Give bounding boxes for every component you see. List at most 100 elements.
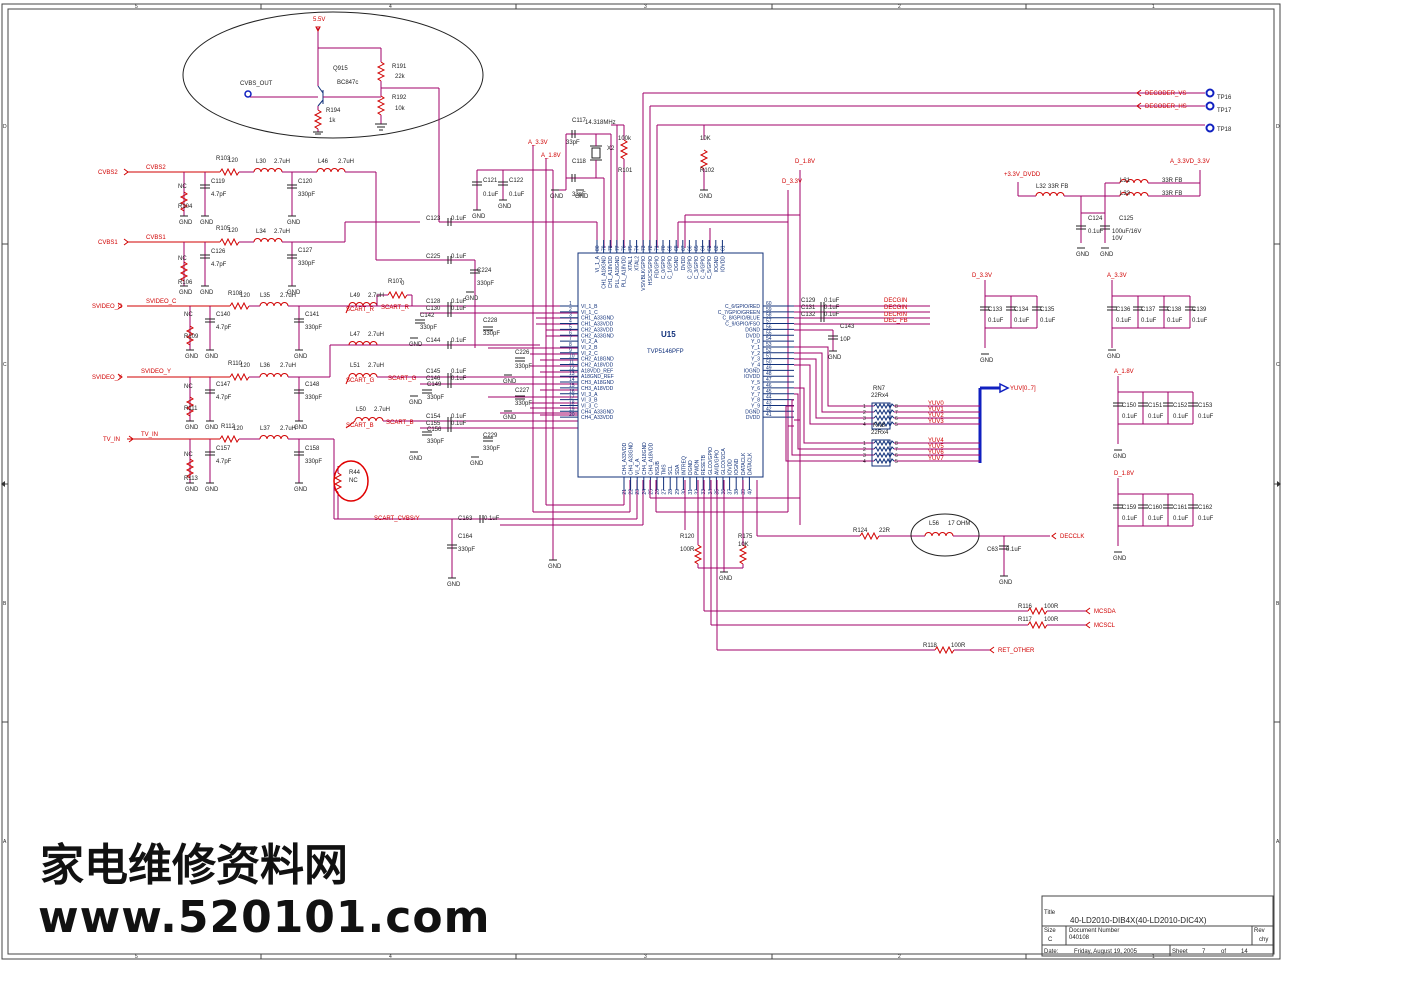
- component-label: R120: [680, 534, 695, 540]
- chip-pin-name: VI_3_B: [581, 398, 598, 404]
- port-arrow: [123, 168, 129, 176]
- component-label: 4.7pF: [216, 395, 232, 401]
- component-label: 2.7uH: [338, 159, 354, 165]
- component-label: DECGIN: [884, 298, 907, 304]
- border-row-mark: A: [1276, 839, 1280, 845]
- component-label: C163: [458, 516, 473, 522]
- chip-pin-number: 7: [569, 336, 572, 342]
- yuv-net-label: YUV5: [928, 444, 944, 450]
- sheet-label: Sheet: [1172, 949, 1188, 955]
- ground-label: GND: [465, 296, 479, 302]
- chip-ref: U15: [661, 330, 676, 339]
- chip-pin-name: PWDN: [695, 459, 701, 475]
- shunt-resistor: [179, 261, 189, 282]
- chip-pin-name: IOGND: [734, 458, 740, 475]
- component-label: C139: [1192, 307, 1207, 313]
- chip-pin-number: 59: [766, 307, 772, 313]
- ground-label: GND: [498, 204, 512, 210]
- component-label: 100R: [951, 643, 966, 649]
- ground-label: GND: [575, 194, 589, 200]
- component-label: 0.1uF: [451, 414, 467, 420]
- chip-pin-name: VS/VBLK/GPIO: [641, 256, 647, 291]
- component-label: 0.1uF: [1088, 229, 1104, 235]
- chip-pin-number: 38: [734, 489, 740, 495]
- component-label: C146: [426, 376, 441, 382]
- chip-pin-number: 39: [741, 489, 747, 495]
- chip-pin-number: 14: [569, 377, 575, 383]
- component-label: 0.1uF: [1198, 516, 1214, 522]
- scart-filters: [333, 290, 578, 519]
- component-label: C119: [211, 179, 226, 185]
- chip-pin-number: 40: [747, 489, 753, 495]
- component-label: 0.1uF: [824, 298, 840, 304]
- component-labels: 5.5VQ915BC847cR19122kR19210kR1941kCVBS_O…: [141, 17, 1232, 649]
- chip-pin-number: 72: [648, 245, 654, 251]
- component-label: 4.7pF: [216, 459, 232, 465]
- component-label: R44: [349, 470, 361, 476]
- chip-pin-number: 65: [694, 245, 700, 251]
- rnet-pin-number: 1: [863, 441, 866, 447]
- component-label: 120: [228, 158, 239, 164]
- chip-pin-name: CH1_A33VDD: [581, 322, 614, 328]
- component-label: NC: [184, 384, 193, 390]
- chip-pin-number: 26: [655, 489, 661, 495]
- component-label: L32: [1036, 184, 1047, 190]
- input-filters: [127, 167, 637, 520]
- chip-pin-name: GLCO/GPIO: [708, 447, 714, 475]
- rnet-resistor: [873, 402, 895, 410]
- component-label: C154: [426, 414, 441, 420]
- rnet-pin-number: 8: [895, 441, 898, 447]
- ground-label: GND: [200, 220, 214, 226]
- port-svideo-y: SVIDEO_Y: [92, 375, 122, 381]
- component-label: L56: [929, 521, 940, 527]
- chip-pin-name: RESETB: [701, 454, 707, 475]
- chip-pin-name: VI_3_C: [581, 403, 598, 409]
- chip-pin-number: 58: [766, 313, 772, 319]
- chip-pin-name: SCL: [668, 465, 674, 475]
- chip-pin-name: DATACLK: [747, 452, 753, 475]
- chip-pin-number: 30: [681, 489, 687, 495]
- component-label: 0.1uF: [451, 216, 467, 222]
- chip-pin-name: CH4_A33GND: [629, 442, 635, 475]
- component-label: C122: [509, 178, 524, 184]
- component-label: L33: [1120, 191, 1131, 197]
- chip-pin-name: VI_1_B: [581, 304, 598, 310]
- shunt-resistor: [185, 396, 195, 417]
- chip-pin-name: C_5/GPIO: [707, 256, 713, 279]
- port-svideo-c: SVIDEO_C: [92, 304, 123, 310]
- chip-pin-number: 27: [662, 489, 668, 495]
- rnet-pin-number: 4: [863, 422, 866, 428]
- component-label: A_3.3V: [1107, 273, 1127, 279]
- chip-pin-name: DGND: [745, 327, 760, 333]
- component-label: 330pF: [298, 192, 315, 198]
- ground-label: GND: [472, 214, 486, 220]
- chip-pin-number: 52: [766, 348, 772, 354]
- component-label: 100R: [1044, 604, 1059, 610]
- rnet-pin-number: 6: [895, 453, 898, 459]
- component-label: NC: [178, 256, 187, 262]
- component-label: C156: [427, 427, 442, 433]
- port-decoder-vs: DECODER_VS: [1145, 91, 1186, 97]
- component-label: BC847c: [337, 80, 358, 86]
- component-label: 10K: [738, 542, 749, 548]
- component-label: R104: [178, 204, 193, 210]
- component-label: C227: [515, 388, 530, 394]
- rnet-pin-number: 4: [863, 459, 866, 465]
- chip-pin-number: 62: [714, 245, 720, 251]
- yuv-net-label: YUV1: [928, 407, 944, 413]
- ground-label: GND: [409, 456, 423, 462]
- chip-pin-name: PLL_A18GND: [615, 256, 621, 288]
- chip-pin-number: 71: [654, 245, 660, 251]
- component-label: C120: [298, 179, 313, 185]
- component-label: C138: [1167, 307, 1182, 313]
- component-label: 0.1uF: [1006, 547, 1022, 553]
- component-label: L31: [1120, 178, 1131, 184]
- component-label: A_1.8V: [541, 153, 561, 159]
- chip-pin-number: 31: [688, 489, 694, 495]
- chip-pin-number: 67: [681, 245, 687, 251]
- component-label: C134: [1014, 307, 1029, 313]
- component-label: TV_IN: [141, 432, 158, 438]
